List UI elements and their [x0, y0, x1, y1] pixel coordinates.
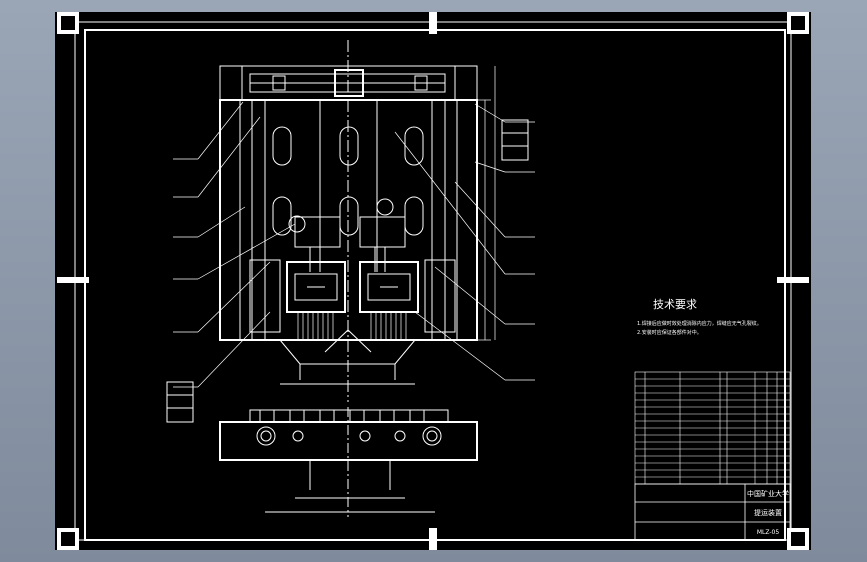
plan-view: [219, 407, 478, 517]
center-mark-right: [777, 277, 809, 283]
notes-heading: 技术要求: [653, 298, 697, 311]
technical-notes: 技术要求 1.焊接后应做时效处理消除内应力，焊缝应无气孔裂纹。 2.安装时应保证…: [637, 298, 762, 336]
center-mark-left: [57, 277, 89, 283]
center-mark-bottom: [429, 528, 437, 550]
institution-name: 中国矿业大学: [747, 489, 789, 498]
label-boxes-right: [501, 119, 529, 161]
notes-line-1: 1.焊接后应做时效处理消除内应力，焊缝应无气孔裂纹。: [637, 320, 762, 327]
notes-line-2: 2.安装时应保证各部件对中。: [637, 329, 702, 336]
title-block: [634, 483, 791, 541]
front-view: [219, 40, 478, 402]
cad-drawing-sheet: 技术要求 1.焊接后应做时效处理消除内应力，焊缝应无气孔裂纹。 2.安装时应保证…: [55, 12, 811, 550]
drawing-number: MLZ-05: [757, 529, 780, 536]
drawing-name: 提运装置: [754, 508, 782, 517]
label-boxes-left: [166, 381, 194, 423]
dimension-lines: [477, 66, 496, 341]
center-mark-top: [429, 12, 437, 34]
parts-list-rows: [635, 378, 790, 478]
drawing-canvas: 技术要求 1.焊接后应做时效处理消除内应力，焊缝应无气孔裂纹。 2.安装时应保证…: [57, 12, 809, 550]
callouts-right: [394, 103, 535, 381]
callouts-left: [173, 101, 296, 388]
